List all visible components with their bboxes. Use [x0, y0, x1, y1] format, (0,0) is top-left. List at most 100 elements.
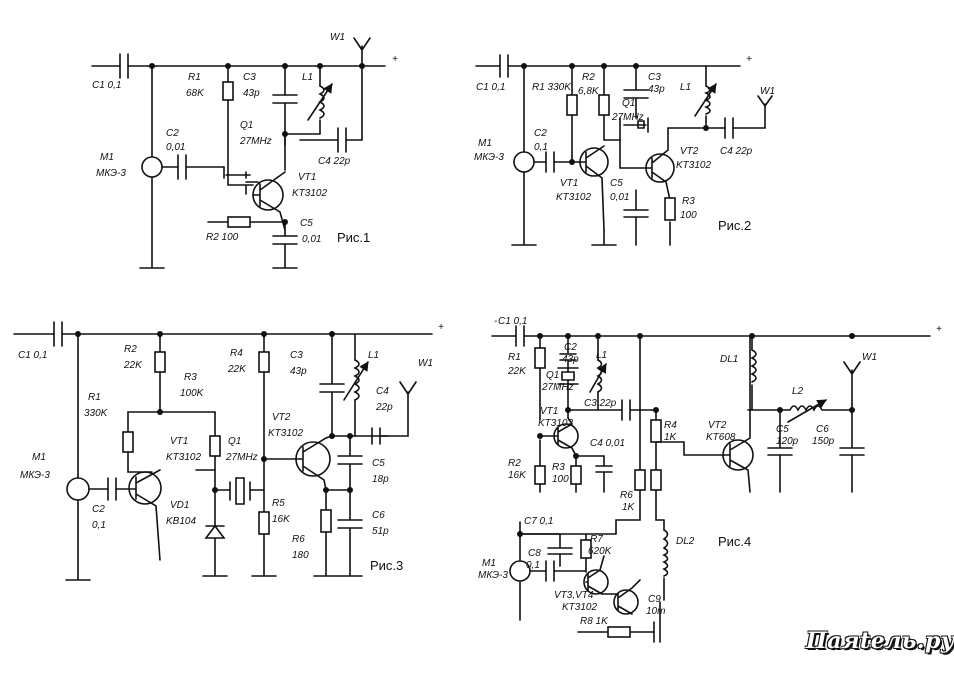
- fig3-w1-label: W1: [418, 358, 433, 369]
- fig4-q1-label: Q1: [546, 370, 559, 381]
- figure-4-schematic: - C1 0,1 + R1 22K C2 43p L1 Q1 27MHz C3 …: [478, 316, 942, 643]
- fig4-r4-label: R4: [664, 420, 677, 431]
- fig1-r1-value: 68K: [186, 88, 205, 99]
- fig3-r5-label: R5: [272, 498, 285, 509]
- fig3-r3-value: 100K: [180, 388, 205, 399]
- fig4-r1-value: 22K: [507, 366, 527, 377]
- fig1-q1-value: 27MHz: [239, 136, 272, 147]
- fig3-r1-label: R1: [88, 392, 101, 403]
- fig4-r6-label: R6: [620, 490, 633, 501]
- fig3-vd1-value: KB104: [166, 516, 196, 527]
- fig1-vt1-label: VT1: [298, 172, 316, 183]
- fig4-c5-value: 120p: [776, 436, 799, 447]
- fig4-caption: Рис.4: [718, 534, 751, 549]
- fig4-r1-label: R1: [508, 352, 521, 363]
- fig2-m1-label: M1: [478, 138, 492, 149]
- figure-2-schematic: C1 0,1 R1 330K R2 6,8K C3 43p L1 W1 + Q1…: [474, 54, 775, 246]
- fig4-vt2-value: KT608: [706, 432, 736, 443]
- fig3-c4-value: 22p: [375, 402, 393, 413]
- fig2-c3-label: C3: [648, 72, 661, 83]
- fig1-vt1-value: KT3102: [292, 188, 327, 199]
- fig4-r3-value: 100: [552, 474, 569, 485]
- fig2-c5-value: 0,01: [610, 192, 629, 203]
- fig4-c2-label: C2: [564, 342, 577, 353]
- fig3-r6-value: 180: [292, 550, 309, 561]
- fig1-caption: Рис.1: [337, 230, 370, 245]
- fig1-c1-label: C1 0,1: [92, 80, 121, 91]
- fig2-c2-value: 0,1: [534, 142, 548, 153]
- fig3-c6-label: C6: [372, 510, 385, 521]
- fig1-m1-value: МКЭ-3: [96, 168, 126, 179]
- fig4-plus-label: +: [936, 324, 942, 335]
- fig4-c6-label: C6: [816, 424, 829, 435]
- fig2-r2-label: R2: [582, 72, 595, 83]
- fig4-c9-value: 10m: [646, 606, 665, 617]
- fig4-vt1-value: KT3102: [538, 418, 573, 429]
- fig2-vt2-value: KT3102: [676, 160, 711, 171]
- fig4-c8-value: 0,1: [526, 560, 540, 571]
- fig1-c2-value: 0,01: [166, 142, 185, 153]
- fig3-r2-value: 22K: [123, 360, 143, 371]
- fig2-r1-label: R1 330K: [532, 82, 572, 93]
- fig1-c3-label: C3: [243, 72, 256, 83]
- fig3-vt1-value: KT3102: [166, 452, 201, 463]
- fig2-vt1-label: VT1: [560, 178, 578, 189]
- fig4-r7-value: 620K: [588, 546, 613, 557]
- fig4-c4-label: C4 0,01: [590, 438, 625, 449]
- fig4-minus-label: -: [494, 316, 498, 327]
- fig2-r3-value: 100: [680, 210, 697, 221]
- fig1-c5-label: C5: [300, 218, 313, 229]
- fig4-vt1-label: VT1: [540, 406, 558, 417]
- fig1-plus-label: +: [392, 54, 398, 65]
- fig1-r2-label: R2 100: [206, 232, 239, 243]
- fig2-m1-value: МКЭ-3: [474, 152, 504, 163]
- fig1-c3-value: 43p: [243, 88, 260, 99]
- fig4-l1-label: L1: [596, 350, 607, 361]
- fig2-c3-value: 43p: [648, 84, 665, 95]
- fig4-r7-label: R7: [590, 534, 603, 545]
- fig4-c5-label: C5: [776, 424, 789, 435]
- fig3-m1-label: M1: [32, 452, 46, 463]
- fig2-l1-label: L1: [680, 82, 691, 93]
- fig3-c3-value: 43p: [290, 366, 307, 377]
- fig3-c4-label: C4: [376, 386, 389, 397]
- fig3-q1-value: 27MHz: [225, 452, 258, 463]
- fig3-r4-value: 22K: [227, 364, 247, 375]
- fig3-vt1-label: VT1: [170, 436, 188, 447]
- fig4-l2-label: L2: [792, 386, 804, 397]
- fig2-q1-label: Q1: [622, 98, 635, 109]
- fig1-r1-label: R1: [188, 72, 201, 83]
- fig4-vt3-label: VT3,VT4: [554, 590, 594, 601]
- fig3-c1-label: C1 0,1: [18, 350, 47, 361]
- fig4-q1-value: 27MHz: [541, 382, 574, 393]
- fig3-vt2-value: KT3102: [268, 428, 303, 439]
- fig4-c7-label: C7 0,1: [524, 516, 553, 527]
- fig4-w1-label: W1: [862, 352, 877, 363]
- fig3-c2-value: 0,1: [92, 520, 106, 531]
- fig4-r6-value: 1K: [622, 502, 636, 513]
- fig4-r4-value: 1K: [664, 432, 678, 443]
- fig4-c6-value: 150p: [812, 436, 835, 447]
- fig1-c2-label: C2: [166, 128, 179, 139]
- fig3-r6-label: R6: [292, 534, 305, 545]
- fig2-caption: Рис.2: [718, 218, 751, 233]
- fig3-r4-label: R4: [230, 348, 243, 359]
- fig1-l1-label: L1: [302, 72, 313, 83]
- figure-3-schematic: C1 0,1 R2 22K R4 22K C3 43p L1 W1 + C4 2…: [13, 321, 444, 581]
- fig2-c5-label: C5: [610, 178, 623, 189]
- fig3-vd1-label: VD1: [170, 500, 189, 511]
- fig4-m1-value: МКЭ-3: [478, 570, 508, 581]
- site-watermark: Паяtель.ру: [806, 628, 954, 654]
- fig3-r5-value: 16K: [272, 514, 291, 525]
- fig1-c5-value: 0,01: [302, 234, 321, 245]
- fig2-w1-label: W1: [760, 86, 775, 97]
- fig3-c5-value: 18p: [372, 474, 389, 485]
- fig2-c1-label: C1 0,1: [476, 82, 505, 93]
- fig3-c2-label: C2: [92, 504, 105, 515]
- fig2-c2-label: C2: [534, 128, 547, 139]
- fig3-vt2-label: VT2: [272, 412, 291, 423]
- fig3-caption: Рис.3: [370, 558, 403, 573]
- fig4-dl2-label: DL2: [676, 536, 695, 547]
- fig4-dl1-label: DL1: [720, 354, 738, 365]
